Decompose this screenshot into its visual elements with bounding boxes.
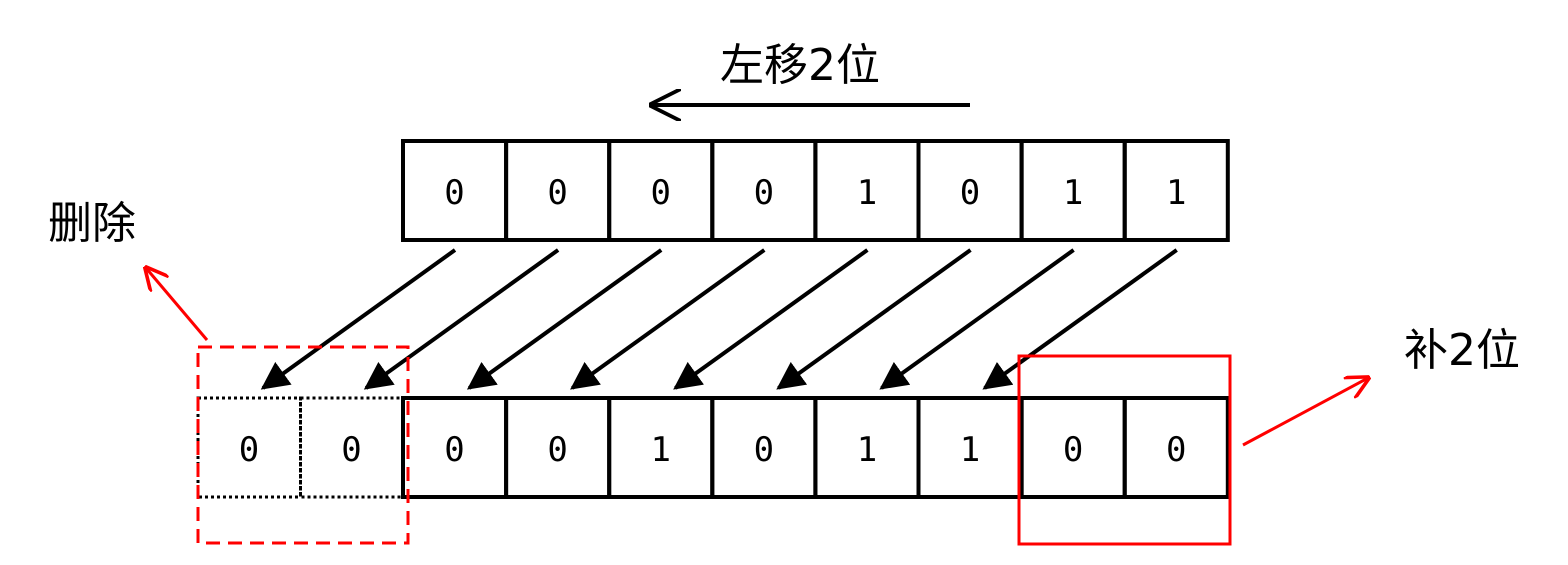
delete-arrow: [146, 268, 209, 341]
shift-arrow: [673, 248, 869, 390]
bit-value: 1: [857, 173, 877, 213]
removed-bit-value: 0: [239, 430, 259, 470]
shift-arrow: [776, 248, 972, 390]
shifted-bit-value: 0: [547, 430, 567, 470]
shifted-bit-value: 0: [444, 430, 464, 470]
shift-arrows: [260, 248, 1178, 390]
bit-value: 0: [754, 173, 774, 213]
bit-value: 0: [651, 173, 671, 213]
shifted-bits-row: 0 0 0 0 1 0 1 1 0 0: [196, 396, 1230, 499]
removed-bit-value: 0: [341, 430, 361, 470]
removed-bits-box: [196, 345, 410, 545]
shift-arrow: [879, 248, 1075, 390]
pad-arrow: [1242, 378, 1368, 447]
bit-value: 0: [547, 173, 567, 213]
shift-arrow: [466, 248, 663, 390]
bit-cell: [1122, 139, 1230, 242]
shifted-bit-value: 1: [651, 430, 671, 470]
shifted-bit-value: 0: [754, 430, 774, 470]
shift-title: 左移2位: [720, 40, 880, 91]
shift-arrow: [982, 248, 1178, 390]
shift-arrow: [570, 248, 766, 390]
shift-arrow: [260, 248, 457, 390]
original-bits-row: 0 0 0 0 1 0 1 1: [401, 139, 1230, 242]
bit-value: 1: [1063, 173, 1083, 213]
shift-arrow: [363, 248, 560, 390]
bit-value: 0: [444, 173, 464, 213]
padded-bits-box: [1017, 354, 1232, 546]
bit-value: 1: [1166, 173, 1186, 213]
bit-value: 0: [960, 173, 980, 213]
pad-label: 补2位: [1404, 325, 1520, 376]
shifted-bit-value: 1: [960, 430, 980, 470]
padded-bit-value: 0: [1166, 430, 1186, 470]
padded-bit-value: 0: [1063, 430, 1083, 470]
delete-label: 删除: [48, 198, 136, 249]
removed-bit-cell: [196, 396, 302, 499]
shifted-bit-value: 1: [857, 430, 877, 470]
padded-bit-cell: [1122, 396, 1230, 499]
